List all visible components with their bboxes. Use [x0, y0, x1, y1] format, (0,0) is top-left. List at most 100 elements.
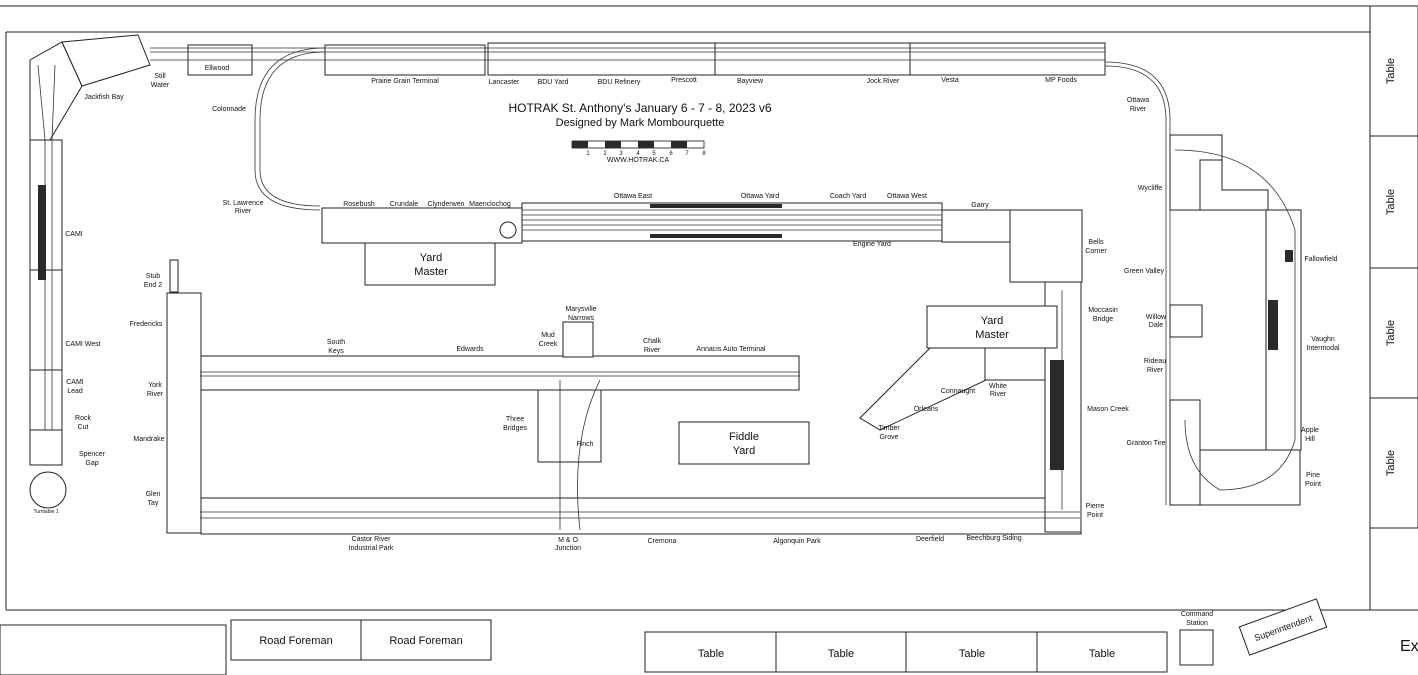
station-label: Moccasin — [1088, 307, 1118, 314]
station-label: Lead — [67, 388, 83, 395]
station-label: Granton Tire — [1127, 440, 1166, 447]
station-label: Industrial Park — [349, 545, 394, 552]
scale-number: 7 — [685, 151, 689, 157]
station-label: St. Lawrence — [223, 200, 264, 207]
station-label: Connaught — [941, 388, 975, 395]
inner-labels: Stub End 2 Fredericks South Keys Edwards… — [130, 273, 1007, 507]
station-label: River — [1130, 106, 1147, 113]
station-label: Ottawa West — [887, 193, 927, 200]
station-label: Algonquin Park — [773, 538, 821, 545]
station-label: Lancaster — [489, 79, 520, 86]
station-label: Cut — [78, 424, 89, 431]
station-label: Spencer — [79, 451, 106, 458]
right-table-column — [1369, 5, 1418, 529]
station-label: York — [148, 382, 162, 389]
station-label: Fallowfield — [1304, 256, 1337, 263]
station-label: Grove — [879, 434, 898, 441]
station-label: Bridge — [1093, 316, 1113, 323]
bottom-table-label: Table — [828, 648, 854, 660]
station-label: Pierre — [1086, 503, 1105, 510]
station-label: CAMI West — [65, 341, 100, 348]
station-label: Garry — [971, 202, 989, 209]
scale-number: 3 — [619, 151, 623, 157]
station-label: Ottawa — [1127, 97, 1149, 104]
station-label: Water — [151, 82, 170, 89]
station-label: Prairie Grain Terminal — [371, 78, 439, 85]
station-label: Chalk — [643, 338, 661, 345]
scale-number: 2 — [603, 151, 607, 157]
station-label: Pine — [1306, 472, 1320, 479]
station-label: White — [989, 383, 1007, 390]
right-labels: Ottawa River Wycliffe Bells Corner Green… — [1085, 97, 1340, 519]
station-label: Crundale — [390, 201, 419, 208]
station-label: Vaughn — [1311, 336, 1335, 343]
station-label: Mason Creek — [1087, 406, 1129, 413]
station-label: Dale — [1149, 322, 1164, 329]
station-label: Hill — [1305, 436, 1315, 443]
fiddle-yard-line2: Yard — [733, 445, 755, 457]
station-label: Keys — [328, 348, 344, 355]
station-label: BDU Yard — [538, 79, 569, 86]
scale-bar — [571, 140, 705, 149]
station-label: Rideau — [1144, 358, 1166, 365]
station-label: Vesta — [941, 77, 959, 84]
yard-master-1-line2: Master — [414, 266, 448, 278]
right-table-label: Table — [1385, 320, 1397, 346]
yard-master-2-line2: Master — [975, 329, 1009, 341]
station-label: Creek — [539, 341, 558, 348]
station-label: Maenclochog — [469, 201, 511, 208]
station-label: Tay — [148, 500, 159, 507]
station-label: South — [327, 339, 345, 346]
yard-row-labels: St. Lawrence River Rosebush Crundale Cly… — [223, 193, 990, 248]
station-label: CAMI — [66, 379, 84, 386]
station-label: Stub — [146, 273, 161, 280]
station-label: Ellwood — [205, 65, 230, 72]
left-labels: Still Water Jackfish Bay Colonnade CAMI … — [33, 73, 246, 515]
station-label: Willow — [1146, 314, 1167, 321]
station-label: CAMI — [65, 231, 83, 238]
station-label: Apple — [1301, 427, 1319, 434]
station-label: River — [644, 347, 661, 354]
station-label: Marysville — [565, 306, 596, 313]
station-label: Bridges — [503, 425, 527, 432]
scale-number: 5 — [652, 151, 656, 157]
station-label: Intermodal — [1306, 345, 1340, 352]
station-label: Fredericks — [130, 321, 163, 328]
station-label: Rock — [75, 415, 91, 422]
bottom-table-label: Table — [959, 648, 985, 660]
station-label: Narrows — [568, 315, 595, 322]
station-label: River — [147, 391, 164, 398]
bottom-table-label: Table — [1089, 648, 1115, 660]
scale-number: 1 — [586, 151, 590, 157]
right-table-label: Table — [1385, 450, 1397, 476]
top-track-run — [150, 42, 1171, 505]
bottom-table-label: Table — [698, 648, 724, 660]
station-label: Colonnade — [212, 106, 246, 113]
station-label: Coach Yard — [830, 193, 866, 200]
yard-master-2-line1: Yard — [981, 315, 1003, 327]
station-label: Clynderwen — [428, 201, 465, 208]
left-module-column — [29, 34, 151, 509]
station-label: Gap — [85, 460, 98, 467]
station-label: Castor River — [352, 536, 392, 543]
yard-row — [321, 202, 1083, 286]
road-foreman-2: Road Foreman — [389, 635, 462, 647]
station-label: Turntable 1 — [33, 509, 58, 515]
station-label: River — [1147, 367, 1164, 374]
layout-title: HOTRAK St. Anthony's January 6 - 7 - 8, … — [508, 101, 771, 115]
layout-designer: Designed by Mark Mombourquette — [556, 117, 725, 129]
station-label: Green Valley — [1124, 268, 1164, 275]
inner-loop — [166, 259, 1082, 535]
scale-numbers: 1 2 3 4 5 6 7 8 — [586, 151, 706, 157]
station-label: Bells — [1088, 239, 1104, 246]
station-label: Mud — [541, 332, 555, 339]
station-label: Bayview — [737, 78, 764, 85]
station-label: Timber — [878, 425, 900, 432]
top-labels: Ellwood Prairie Grain Terminal Lancaster… — [205, 65, 1078, 86]
bottom-row — [0, 598, 1328, 675]
bottom-labels: Castor River Industrial Park M & O Junct… — [349, 535, 1022, 552]
yard-master-1-line1: Yard — [420, 252, 442, 264]
station-label: Point — [1087, 512, 1103, 519]
station-label: BDU Refinery — [598, 79, 641, 86]
